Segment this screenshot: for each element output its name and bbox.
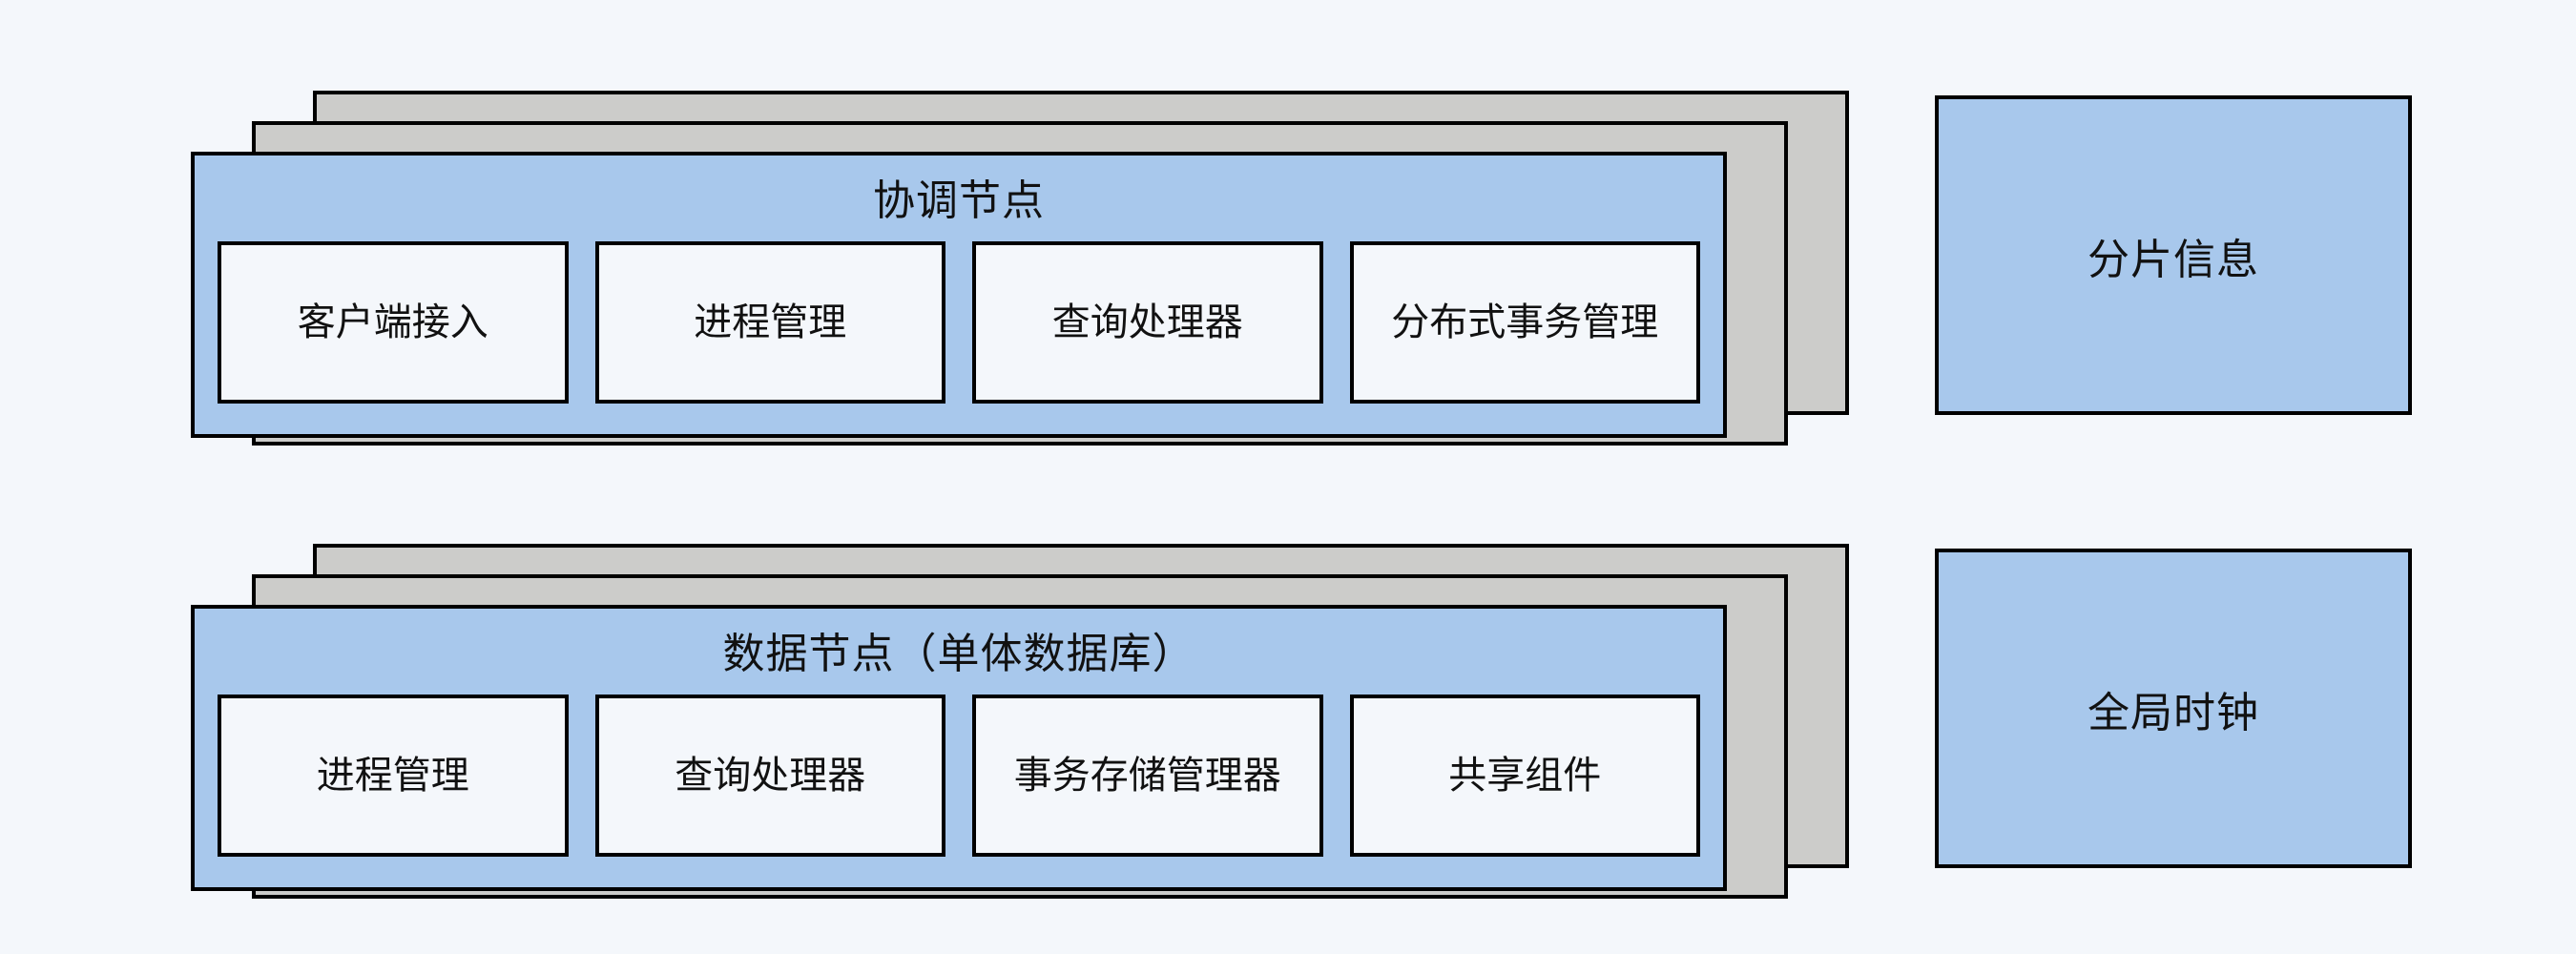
node-card-data[interactable]: 数据节点（单体数据库） 进程管理 查询处理器 事务存储管理器 共享组件 xyxy=(191,605,1727,891)
component-box[interactable]: 事务存储管理器 xyxy=(972,695,1323,857)
component-row: 客户端接入 进程管理 查询处理器 分布式事务管理 xyxy=(195,241,1723,404)
node-title: 协调节点 xyxy=(873,177,1045,224)
component-box[interactable]: 分布式事务管理 xyxy=(1349,241,1700,404)
node-card-coordinator[interactable]: 协调节点 客户端接入 进程管理 查询处理器 分布式事务管理 xyxy=(191,152,1727,438)
node-group-data[interactable]: 数据节点（单体数据库） 进程管理 查询处理器 事务存储管理器 共享组件 xyxy=(191,544,1849,899)
side-box-global-clock[interactable]: 全局时钟 xyxy=(1935,549,2412,868)
component-row: 进程管理 查询处理器 事务存储管理器 共享组件 xyxy=(195,695,1723,857)
node-title: 数据节点（单体数据库） xyxy=(722,631,1195,677)
node-group-coordinator[interactable]: 协调节点 客户端接入 进程管理 查询处理器 分布式事务管理 xyxy=(191,91,1849,446)
component-box[interactable]: 查询处理器 xyxy=(972,241,1323,404)
component-box[interactable]: 客户端接入 xyxy=(218,241,569,404)
component-box[interactable]: 查询处理器 xyxy=(594,695,945,857)
component-box[interactable]: 进程管理 xyxy=(594,241,945,404)
side-box-shard-info[interactable]: 分片信息 xyxy=(1935,95,2412,415)
component-box[interactable]: 共享组件 xyxy=(1349,695,1700,857)
component-box[interactable]: 进程管理 xyxy=(218,695,569,857)
